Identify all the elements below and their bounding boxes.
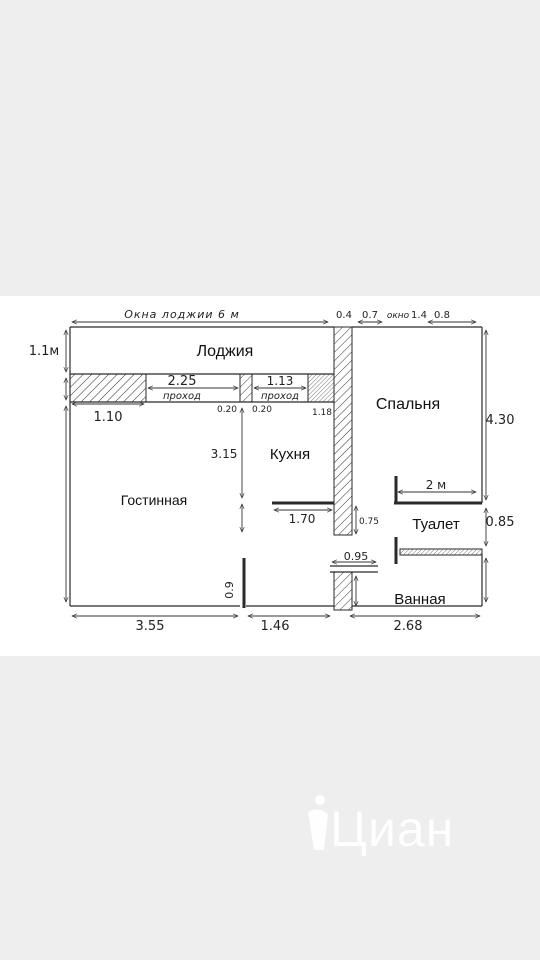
dim-14: 1.4 [411,310,427,321]
room-label-toilet: Туалет [412,516,460,533]
room-label-living: Гостинная [121,492,188,508]
dim-07: 0.7 [362,310,378,321]
toilet-bath-partition [399,548,483,556]
note-loggia-windows: Окна лоджии 6 м [124,308,240,321]
room-label-loggia: Лоджия [197,343,254,360]
dim-bedroom-height: 4.30 [486,413,515,428]
dim-bottom-268: 2.68 [394,619,423,634]
dim-095: 0.95 [344,550,369,563]
dim-075: 0.75 [359,517,379,527]
dim-110: 1.10 [94,410,123,425]
central-wall [333,326,353,536]
note-window: окно [387,311,410,321]
bath-wall-block [333,571,353,611]
wall-segment-right [307,373,335,403]
wall-pillar [239,373,253,403]
dim-225: 2.25 [168,374,197,389]
floor-plan-panel: Лоджия Спальня Кухня Гостинная Туалет Ва… [0,296,540,656]
dim-020-right: 0.20 [252,405,272,415]
dim-loggia-depth: 1.1м [29,344,59,359]
dim-085: 0.85 [486,515,515,530]
note-passage-2: проход [261,391,299,402]
floor-plan-drawing: Лоджия Спальня Кухня Гостинная Туалет Ва… [29,308,515,634]
partitions [242,476,483,608]
note-passage-1: проход [163,391,201,402]
dim-09: 0.9 [223,581,236,599]
room-label-bath: Ванная [394,591,445,608]
dim-wall-04: 0.4 [336,310,352,321]
room-label-bedroom: Спальня [376,396,440,413]
watermark-text: Циан [330,801,455,857]
dim-113: 1.13 [267,374,294,388]
room-label-kitchen: Кухня [270,446,310,463]
dimension-lines [66,322,486,616]
dim-08: 0.8 [434,310,450,321]
outer-walls [69,326,483,607]
dim-2m: 2 м [426,478,447,492]
cian-logo-icon [308,795,328,850]
dim-kitchen-height: 3.15 [211,447,238,461]
dim-bottom-355: 3.55 [136,619,165,634]
loggia-wall [69,373,335,403]
dim-170: 1.70 [289,512,316,526]
dim-118: 1.18 [312,408,332,418]
wall-segment-left [69,373,147,403]
dim-020-left: 0.20 [217,405,237,415]
dim-bottom-146: 1.46 [261,619,290,634]
